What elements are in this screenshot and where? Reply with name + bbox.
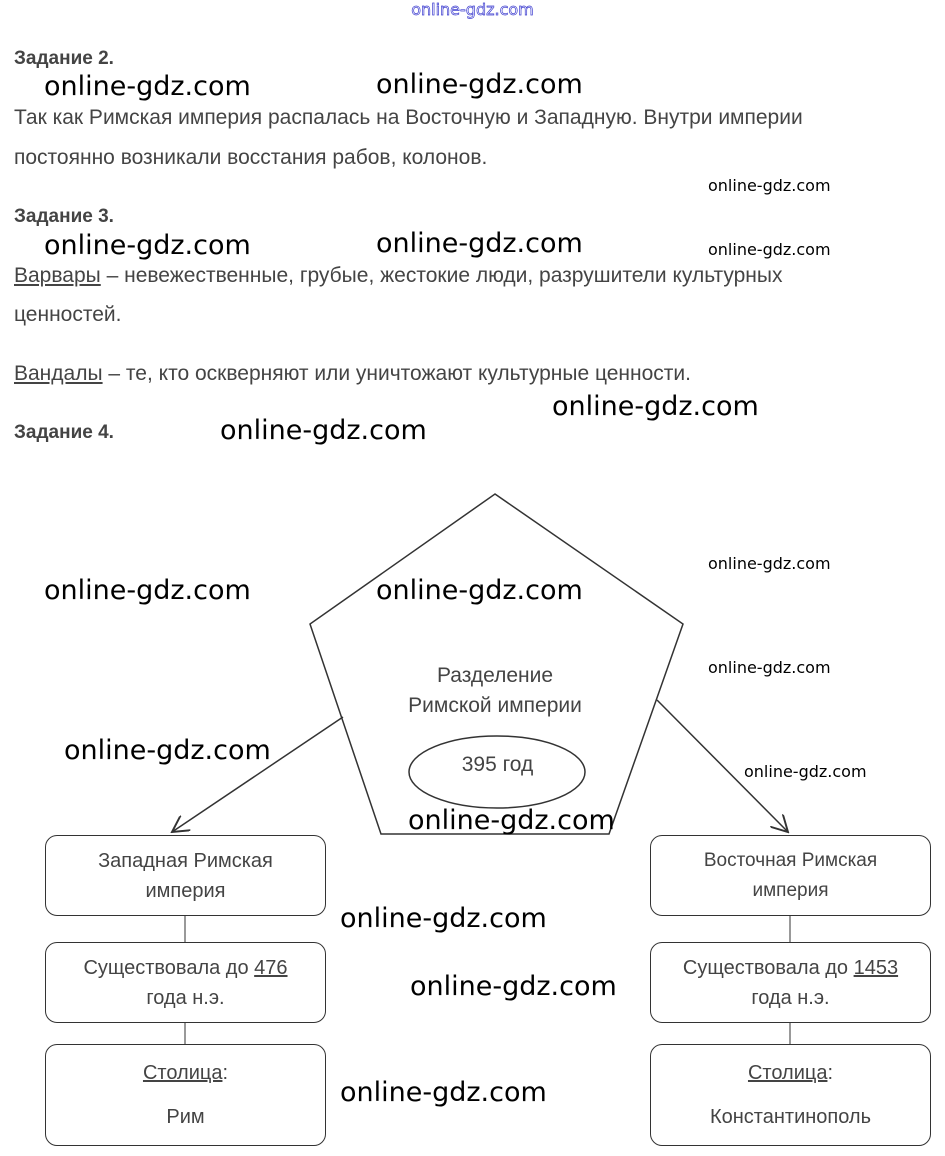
def-barbarians: – невежественные, грубые, жестокие люди,…	[100, 264, 783, 287]
task2-line1: Так как Римская империя распалась на Вос…	[14, 106, 803, 129]
west-existed-box: Существовала до 476 года н.э.	[45, 942, 326, 1023]
watermark: online-gdz.com	[340, 903, 547, 934]
center-line1: Разделение	[436, 664, 554, 687]
term-vandals: Вандалы	[14, 362, 103, 385]
task2-line2: постоянно возникали восстания рабов, кол…	[14, 146, 488, 169]
watermark: online-gdz.com	[708, 554, 831, 573]
east-capital-box: Столица: Константинополь	[650, 1044, 931, 1146]
colon: :	[827, 1062, 834, 1084]
arrow-east	[656, 699, 788, 832]
task3-title: Задание 3.	[14, 206, 114, 227]
east-name2: империя	[752, 879, 829, 901]
watermark: online-gdz.com	[220, 415, 427, 446]
west-capital-label: Столица	[142, 1062, 223, 1084]
watermark: online-gdz.com	[44, 71, 251, 102]
west-year: 476	[254, 956, 288, 979]
watermark: online-gdz.com	[744, 762, 867, 781]
arrow-west	[172, 716, 344, 832]
east-capital: Константинополь	[709, 1106, 872, 1128]
east-name1: Восточная Римская	[703, 849, 878, 871]
west-name-box: Западная Римская империя	[45, 835, 326, 916]
year-ellipse	[408, 735, 586, 809]
watermark: online-gdz.com	[408, 805, 615, 836]
def-vandals: – те, кто оскверняют или уничтожают куль…	[102, 362, 691, 385]
watermark: online-gdz.com	[340, 1077, 547, 1108]
watermark: online-gdz.com	[708, 240, 831, 259]
task3-def1-cont: ценностей.	[14, 303, 122, 326]
west-name2: империя	[145, 879, 226, 902]
watermark: online-gdz.com	[708, 658, 831, 677]
west-name1: Западная Римская	[98, 849, 273, 872]
header-watermark: online-gdz.com	[411, 0, 534, 19]
watermark: online-gdz.com	[64, 735, 271, 766]
east-name-box: Восточная Римская империя	[650, 835, 931, 916]
watermark: online-gdz.com	[44, 230, 251, 261]
east-capital-label: Столица	[747, 1062, 828, 1084]
east-year: 1453	[853, 956, 899, 979]
center-year: 395 год	[461, 753, 534, 776]
colon: :	[222, 1062, 229, 1084]
watermark: online-gdz.com	[552, 391, 759, 422]
center-line2: Римской империи	[408, 694, 582, 717]
watermark: online-gdz.com	[410, 971, 617, 1002]
watermark: online-gdz.com	[376, 69, 583, 100]
task3-def1: Варвары – невежественные, грубые, жесток…	[14, 264, 783, 288]
pentagon-shape	[309, 493, 684, 835]
task4-title: Задание 4.	[14, 422, 114, 443]
watermark: online-gdz.com	[44, 575, 251, 606]
west-era: года н.э.	[146, 986, 225, 1009]
west-existed: Существовала до	[83, 956, 255, 979]
west-capital: Рим	[166, 1106, 205, 1128]
term-barbarians: Варвары	[14, 264, 101, 287]
watermark: online-gdz.com	[376, 228, 583, 259]
west-capital-box: Столица: Рим	[45, 1044, 326, 1146]
task3-def2: Вандалы – те, кто оскверняют или уничтож…	[14, 362, 691, 386]
task2-title: Задание 2.	[14, 48, 114, 69]
east-existed: Существовала до	[682, 956, 854, 979]
east-existed-box: Существовала до 1453 года н.э.	[650, 942, 931, 1023]
east-era: года н.э.	[751, 986, 830, 1009]
watermark: online-gdz.com	[708, 176, 831, 195]
watermark: online-gdz.com	[376, 575, 583, 606]
